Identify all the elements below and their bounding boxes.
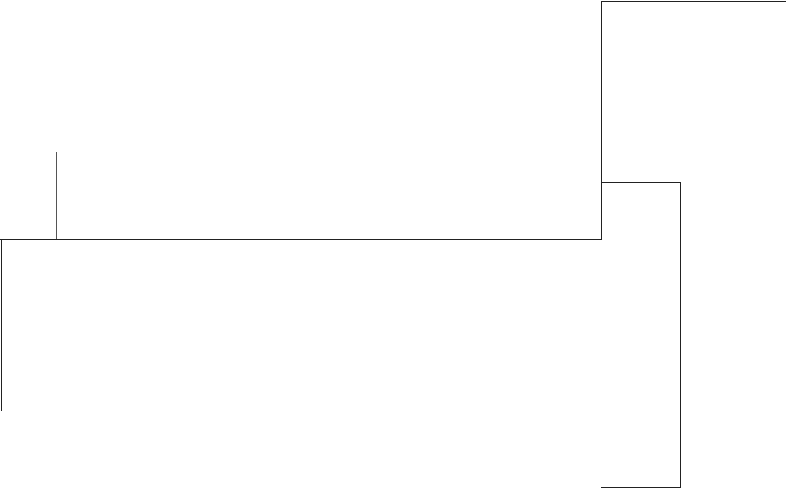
line-diagram-canvas xyxy=(0,0,786,489)
diagram-background xyxy=(0,0,786,489)
